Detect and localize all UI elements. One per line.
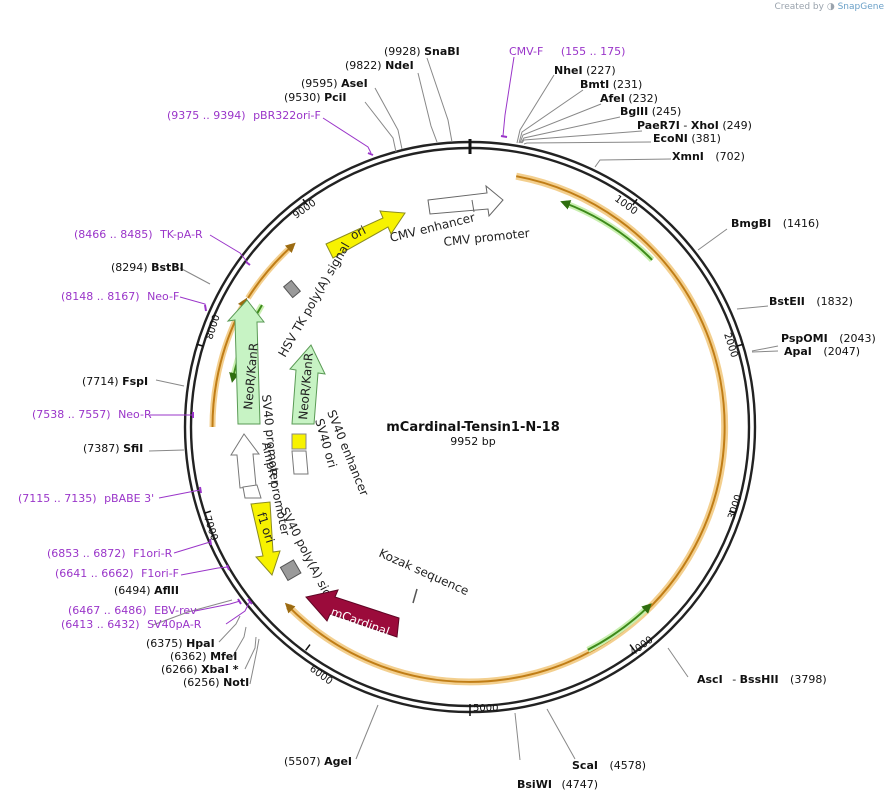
restriction-site-labels: (9928) SnaBI (9822) NdeI (9595) AseI (95… <box>82 45 876 791</box>
site-label-sfii: (7387) SfiI <box>83 442 143 455</box>
site-label-fspi: (7714) FspI <box>82 375 148 388</box>
site-label-bsteii: BstEII (1832) <box>769 295 853 308</box>
site-label-snabi: (9928) SnaBI <box>384 45 460 58</box>
snapgene-credit: Created by ◑ SnapGene <box>774 2 884 12</box>
site-label-bstbi: (8294) BstBI <box>111 261 184 274</box>
site-label-bsiwi: BsiWI (4747) <box>517 778 598 791</box>
plasmid-name: mCardinal-Tensin1-N-18 <box>386 420 559 435</box>
site-label-xmni: XmnI (702) <box>672 150 745 163</box>
snapgene-logo-icon: ◑ <box>826 2 835 12</box>
ring-ticks <box>196 198 744 716</box>
ori-label: ori <box>348 223 368 243</box>
cmv-enhancer-promoter-arrow <box>427 184 504 218</box>
orf-left-b-halo <box>245 243 295 300</box>
primer-label-tk-pa-r: (8466 .. 8485) TK-pA-R <box>74 228 203 241</box>
kozak-marker <box>412 588 418 604</box>
neo-kan-left-label: NeoR/KanR <box>241 342 261 410</box>
site-label-paer7i-xhoi: PaeR7I - XhoI (249) <box>637 119 752 132</box>
site-label-afei: AfeI (232) <box>600 92 658 105</box>
hsv-tk-polya-box <box>282 279 302 299</box>
credit-brand: SnapGene <box>837 2 884 12</box>
f1-ori-arrow <box>250 501 281 576</box>
primer-label-neo-r: (7538 .. 7557) Neo-R <box>32 408 152 421</box>
mcardinal-arrow <box>305 589 400 638</box>
primer-label-cmv-f: CMV-F (155 .. 175) <box>509 45 625 58</box>
primer-label-pbr322ori-f: (9375 .. 9394) pBR322ori-F <box>167 109 321 122</box>
credit-prefix: Created by <box>774 2 824 12</box>
primer-label-neo-f: (8148 .. 8167) Neo-F <box>61 290 179 303</box>
primer-marks <box>192 135 508 605</box>
site-label-aflii: (6494) AflII <box>114 584 179 597</box>
site-label-ndei: (9822) NdeI <box>345 59 414 72</box>
site-label-pspomi: PspOMI (2043) <box>781 332 876 345</box>
site-label-apai: ApaI (2047) <box>784 345 860 358</box>
green-orf-top <box>560 200 653 261</box>
sv40-enhancer-box <box>291 450 309 475</box>
site-label-scai: ScaI (4578) <box>572 759 646 772</box>
tick-label-3000: 3000 <box>726 493 744 521</box>
hsv-tk-polya-label: HSV TK poly(A) signal <box>275 240 352 360</box>
neo-kan-left-arrow <box>226 299 266 425</box>
site-label-bmgbi: BmgBI (1416) <box>731 217 819 230</box>
primer-leaders <box>150 56 515 625</box>
primer-label-ebv-rev: (6467 .. 6486) EBV-rev <box>68 604 197 617</box>
site-label-bglii: BglII (245) <box>620 105 681 118</box>
site-label-agei: (5507) AgeI <box>284 755 352 768</box>
site-label-nhei: NheI (227) <box>554 64 616 77</box>
tick-label-1000: 1000 <box>612 194 639 218</box>
cmv-promoter-label: CMV promoter <box>443 226 530 249</box>
neo-kan-right-arrow <box>289 344 326 425</box>
site-label-mfei: (6362) MfeI <box>170 650 237 663</box>
sv40-polya-box <box>279 559 302 582</box>
orf-left-b <box>247 242 296 299</box>
site-label-econi: EcoNI (381) <box>653 132 721 145</box>
ampr-promoter-box <box>242 484 262 499</box>
ori-arrow <box>325 210 406 259</box>
primer-label-f1ori-r: (6853 .. 6872) F1ori-R <box>47 547 173 560</box>
site-label-xbai: (6266) XbaI * <box>161 663 239 676</box>
neo-kan-right-label: NeoR/KanR <box>296 352 316 420</box>
green-orf-bottom <box>587 603 652 651</box>
site-label-bmti: BmtI (231) <box>580 78 642 91</box>
primer-label-sv40pa-r: (6413 .. 6432) SV40pA-R <box>61 618 202 631</box>
orf-arc-large <box>284 175 726 683</box>
kozak-label: Kozak sequence <box>377 546 471 598</box>
plasmid-length: 9952 bp <box>450 435 495 448</box>
site-label-asei: (9595) AseI <box>301 77 368 90</box>
site-leaders <box>148 57 779 761</box>
tick-label-2000: 2000 <box>721 332 739 360</box>
site-label-asci-bsshii: AscI - BssHII (3798) <box>697 673 827 686</box>
sv40-promoter-arrow <box>230 433 260 489</box>
primer-labels: CMV-F (155 .. 175) (9375 .. 9394) pBR322… <box>18 45 625 631</box>
sv40-ori-box <box>291 433 307 450</box>
primer-label-pbabe3: (7115 .. 7135) pBABE 3' <box>18 492 154 505</box>
site-label-hpai: (6375) HpaI <box>146 637 215 650</box>
primer-label-f1ori-f: (6641 .. 6662) F1ori-F <box>55 567 179 580</box>
tick-label-5000: 5000 <box>473 703 498 714</box>
site-label-pcii: (9530) PciI <box>284 91 347 104</box>
site-label-noti: (6256) NotI <box>183 676 249 689</box>
